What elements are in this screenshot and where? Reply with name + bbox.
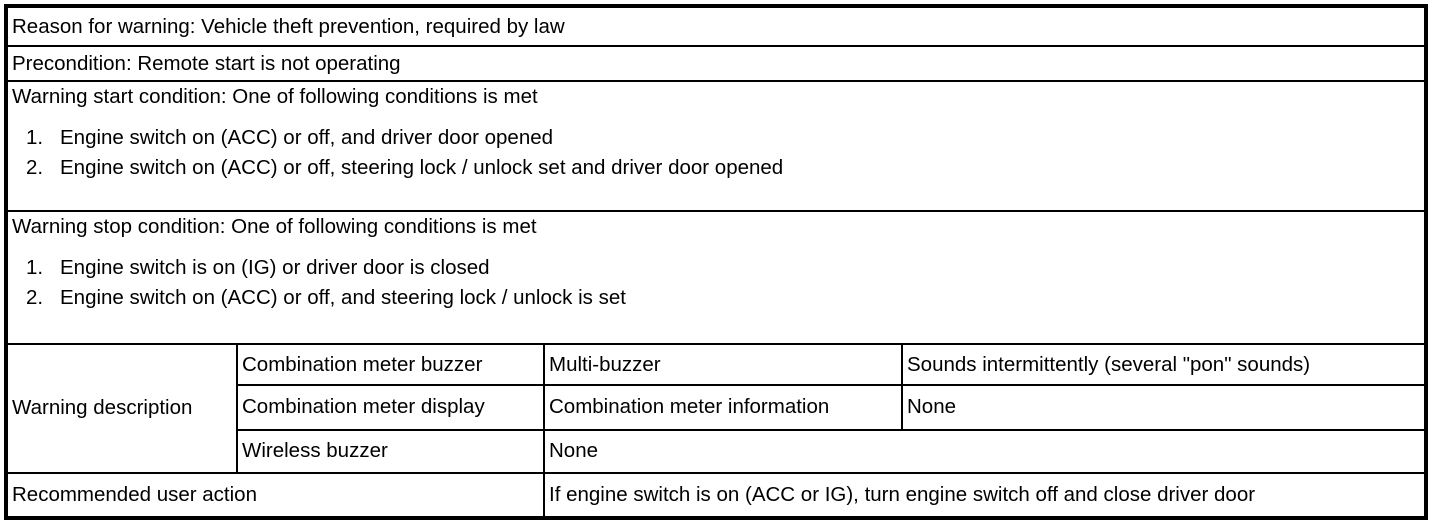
list-item: 2. Engine switch on (ACC) or off, steerin… — [26, 153, 1420, 183]
device-cell: Wireless buzzer — [237, 428, 545, 474]
recommended-action-row: Recommended user action If engine switch… — [8, 471, 1424, 516]
list-item-text: Engine switch on (ACC) or off, and drive… — [60, 126, 554, 149]
reason-cell: Reason for warning: Vehicle theft preven… — [8, 8, 1424, 48]
warning-spec-table: Reason for warning: Vehicle theft preven… — [8, 8, 1424, 516]
warning-description-row: Warning description Combination meter bu… — [8, 343, 1424, 474]
list-item: 1. Engine switch is on (IG) or driver doo… — [26, 253, 1420, 283]
reason-row: Reason for warning: Vehicle theft preven… — [8, 8, 1424, 48]
output-cell: Combination meter information — [543, 384, 903, 431]
stop-condition-row: Warning stop condition: One of following… — [8, 209, 1424, 346]
start-condition-cell: Warning start condition: One of followin… — [8, 80, 1424, 212]
stop-condition-list: 1. Engine switch is on (IG) or driver doo… — [12, 253, 1420, 313]
stop-condition-title: Warning stop condition: One of following… — [12, 214, 537, 238]
device-cell: Combination meter buzzer — [236, 343, 545, 387]
list-item-text: Engine switch is on (IG) or driver door … — [60, 255, 490, 279]
device-cell: Combination meter display — [237, 384, 545, 431]
detail-cell: Sounds intermittently (several "pon" sou… — [901, 343, 1424, 387]
list-item-text: Engine switch on (ACC) or off, and steer… — [60, 285, 626, 309]
start-condition-title: Warning start condition: One of followin… — [12, 85, 538, 108]
list-item-text: Engine switch on (ACC) or off, steering … — [60, 156, 784, 179]
precondition-cell: Precondition: Remote start is not operat… — [8, 45, 1424, 82]
list-item: 2. Engine switch on (ACC) or off, and ste… — [26, 283, 1420, 313]
list-item-number: 1. — [26, 126, 44, 149]
warning-description-row: Combination meter display Combination me… — [8, 384, 1424, 431]
list-item-number: 2. — [26, 285, 44, 309]
recommended-action-label: Recommended user action — [8, 471, 545, 516]
list-item-number: 1. — [26, 255, 44, 279]
output-cell: Multi-buzzer — [543, 343, 903, 387]
start-condition-row: Warning start condition: One of followin… — [8, 80, 1424, 212]
precondition-row: Precondition: Remote start is not operat… — [8, 45, 1424, 82]
list-item: 1. Engine switch on (ACC) or off, and dri… — [26, 123, 1420, 153]
detail-cell: None — [901, 384, 1424, 431]
warning-description-row: Wireless buzzer None — [8, 428, 1424, 474]
stop-condition-cell: Warning stop condition: One of following… — [8, 209, 1424, 346]
output-cell: None — [543, 428, 1424, 474]
recommended-action-value: If engine switch is on (ACC or IG), turn… — [543, 471, 1424, 516]
start-condition-list: 1. Engine switch on (ACC) or off, and dri… — [12, 123, 1420, 183]
list-item-number: 2. — [26, 156, 44, 179]
warning-description-label: Warning description — [8, 343, 238, 474]
warning-spec-frame: Reason for warning: Vehicle theft preven… — [4, 4, 1428, 520]
